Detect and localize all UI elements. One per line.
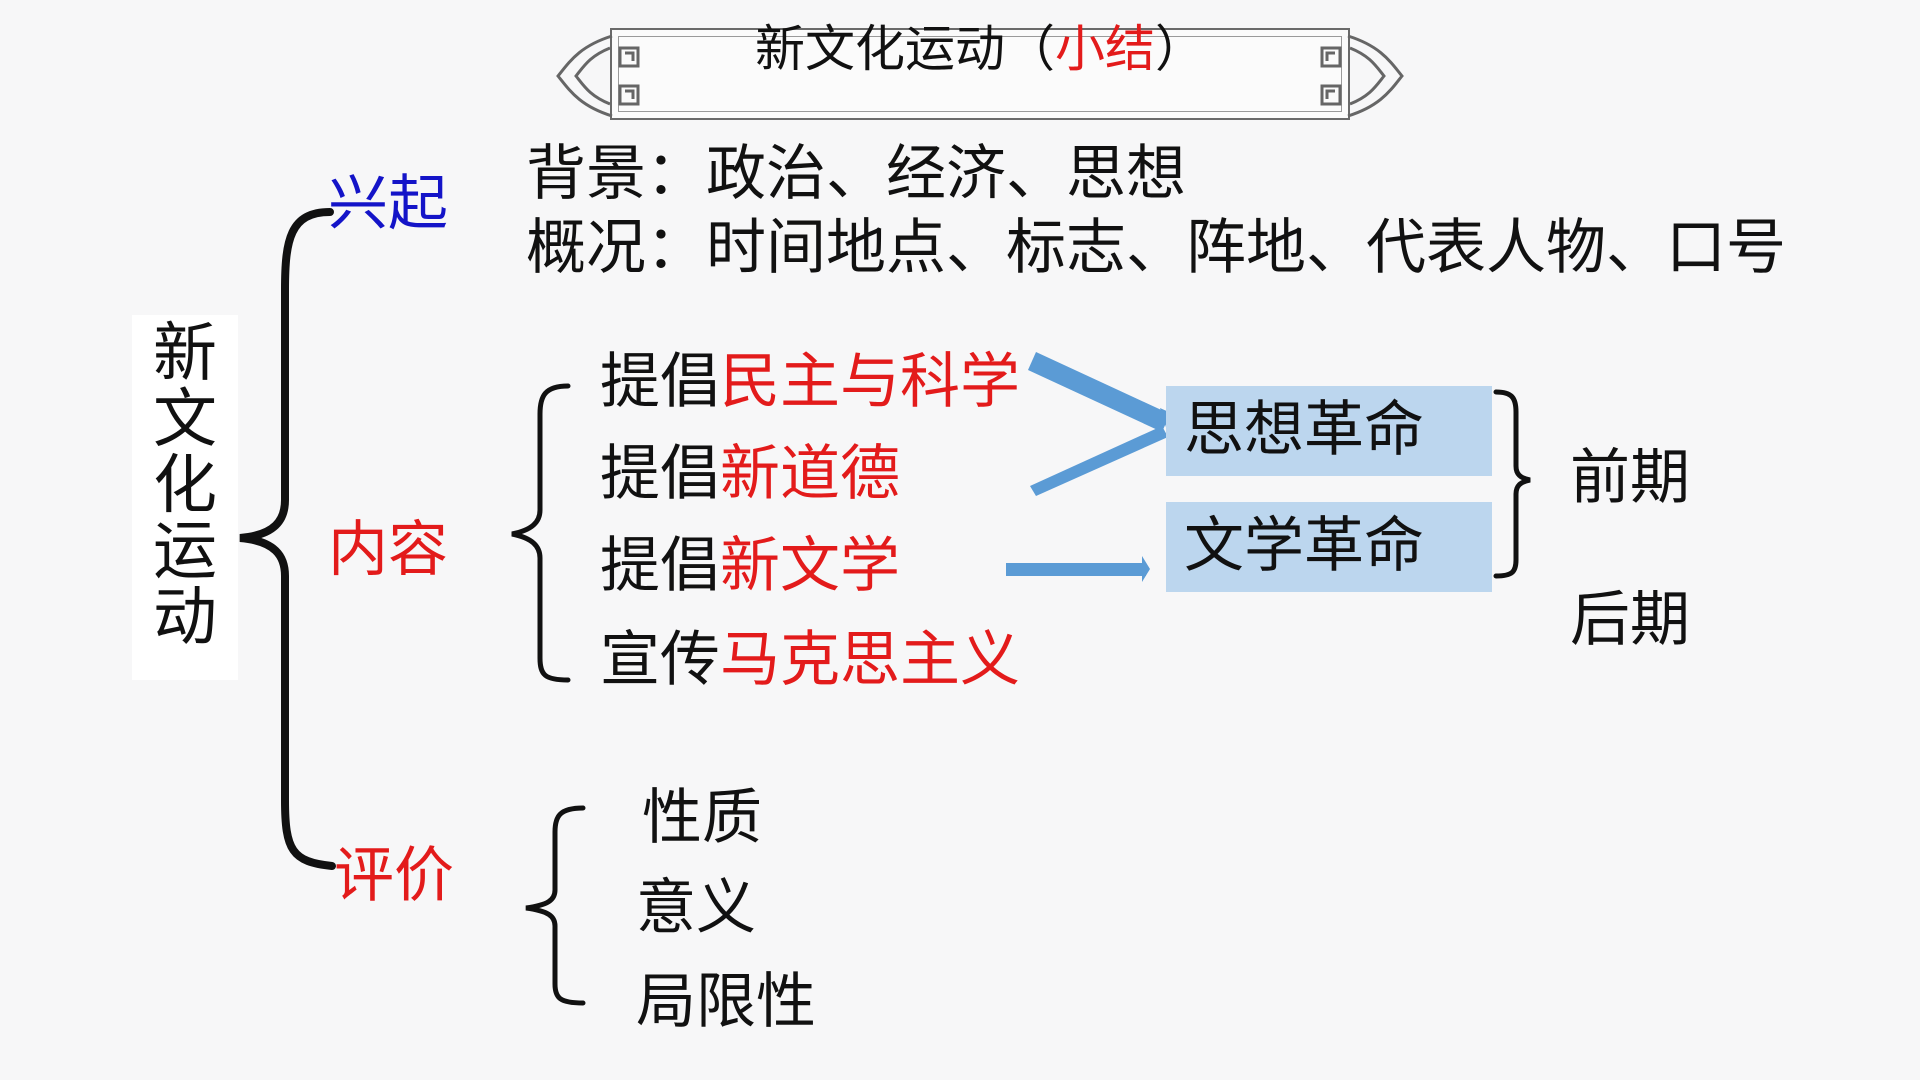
content-item-highlight: 新道德 — [720, 439, 900, 509]
evaluation-brace — [525, 805, 586, 1006]
root-char: 运 — [153, 515, 217, 589]
content-item-prefix: 提倡 — [600, 347, 720, 417]
period-early: 前期 — [1570, 443, 1690, 513]
content-item-prefix: 提倡 — [600, 439, 720, 509]
content-item-highlight: 马克思主义 — [720, 625, 1020, 695]
evaluation-item: 局限性 — [636, 967, 816, 1037]
arrow-literature-to-literature — [1006, 556, 1150, 582]
right-ornament-icon — [1320, 34, 1404, 118]
literature-revolution-label: 文学革命 — [1184, 511, 1424, 581]
period-late: 后期 — [1570, 585, 1690, 655]
rise-background: 背景：政治、经济、思想 — [526, 139, 1186, 209]
root-node-box — [132, 315, 238, 680]
content-item-highlight: 新文学 — [720, 531, 900, 601]
branch-evaluation-label: 评价 — [334, 841, 454, 911]
content-item: 提倡新道德 — [600, 444, 900, 504]
content-item: 宣传马克思主义 — [600, 630, 1020, 690]
title-main: 新文化运动（ — [755, 20, 1055, 78]
arrow-morality-to-thought — [1030, 426, 1168, 496]
content-item: 提倡民主与科学 — [600, 352, 1020, 412]
thought-revolution-box — [1166, 386, 1492, 476]
root-char: 新 — [153, 317, 217, 391]
content-item-highlight: 民主与科学 — [720, 347, 1020, 417]
main-brace — [239, 208, 336, 870]
evaluation-item: 意义 — [636, 873, 756, 943]
content-item-prefix: 提倡 — [600, 531, 720, 601]
left-ornament-icon — [556, 34, 640, 118]
title-banner — [610, 28, 1350, 120]
branch-content-label: 内容 — [328, 515, 448, 585]
periods-brace — [1493, 389, 1531, 579]
branch-rise-label: 兴起 — [328, 169, 448, 239]
root-char: 文 — [153, 383, 217, 457]
title-end: ） — [1155, 20, 1205, 78]
literature-revolution-box — [1166, 502, 1492, 592]
arrow-democracy-to-thought — [1028, 352, 1182, 440]
title-highlight: 小结 — [1055, 20, 1155, 78]
page-title: 新文化运动（小结） — [610, 24, 1350, 74]
root-char: 化 — [153, 449, 217, 523]
content-item-prefix: 宣传 — [600, 625, 720, 695]
thought-revolution-label: 思想革命 — [1184, 395, 1424, 465]
content-item: 提倡新文学 — [600, 536, 900, 596]
root-char: 动 — [153, 581, 217, 655]
content-brace — [511, 383, 571, 683]
root-node-label: 新 文 化 运 动 — [132, 322, 238, 650]
evaluation-item: 性质 — [642, 783, 762, 853]
banner-ornaments — [556, 34, 1404, 118]
rise-overview: 概况：时间地点、标志、阵地、代表人物、口号 — [526, 213, 1786, 283]
